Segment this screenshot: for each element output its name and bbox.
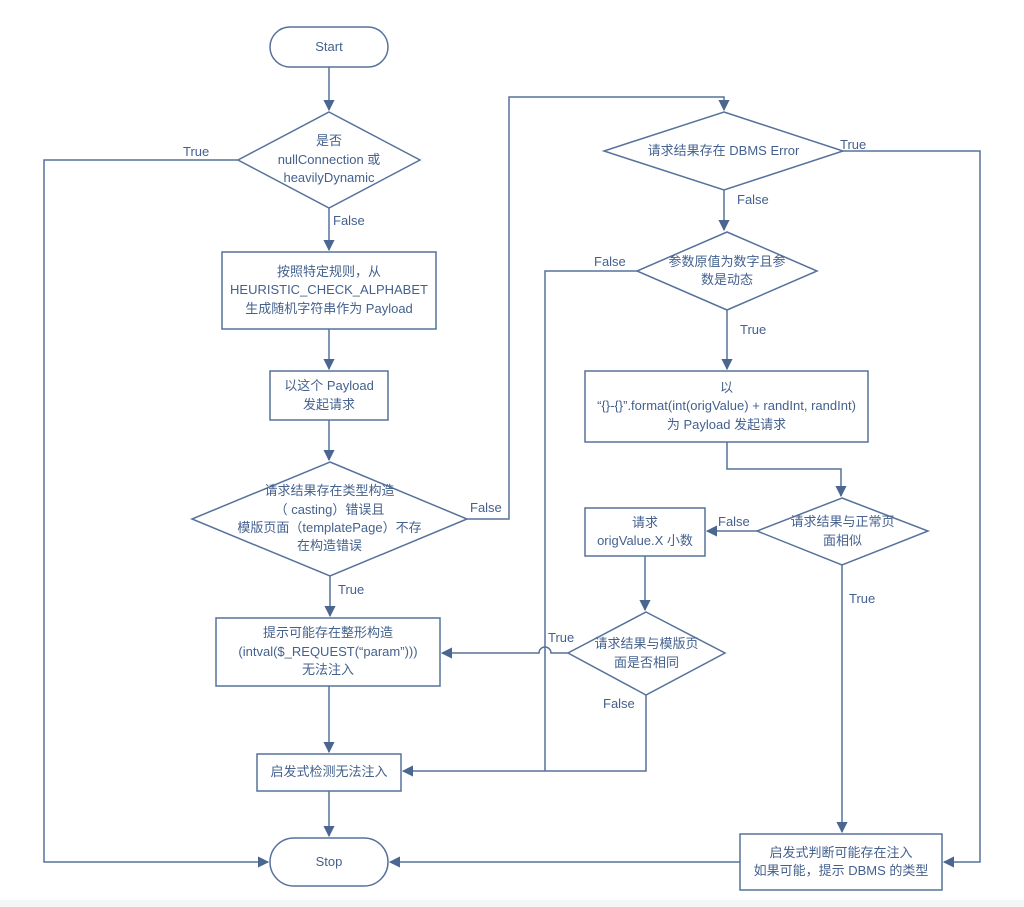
edge-casting-false-to-dbms	[467, 96, 730, 520]
edge-dbms-true-to-possible-injection	[843, 150, 981, 868]
edge-null-true-to-stop	[43, 159, 270, 868]
node-dbms-error-shape	[601, 111, 846, 191]
node-casting-error-shape	[190, 461, 469, 577]
node-send-request-shape	[269, 370, 389, 421]
edge-template-true-to-intval	[440, 646, 568, 659]
node-request-decimal-shape	[584, 507, 706, 557]
node-start-shape	[269, 26, 389, 68]
page-bottom-strip	[0, 900, 1024, 907]
node-similar-normal-shape	[754, 497, 931, 566]
node-generate-payload-shape	[221, 251, 437, 330]
node-intval-hint-shape	[215, 617, 441, 687]
node-heuristic-fail-shape	[256, 753, 402, 792]
edge-format-to-similar	[726, 442, 847, 498]
node-null-connection-shape	[236, 111, 422, 209]
node-format-payload-shape	[584, 370, 869, 443]
edge-numeric-false-rail	[544, 270, 637, 771]
node-possible-injection-shape	[739, 833, 943, 891]
edge-template-false-to-heuristic-fail	[401, 695, 647, 777]
node-numeric-dynamic-shape	[635, 231, 819, 311]
node-same-template-shape	[566, 611, 727, 696]
node-stop-shape	[269, 837, 389, 887]
